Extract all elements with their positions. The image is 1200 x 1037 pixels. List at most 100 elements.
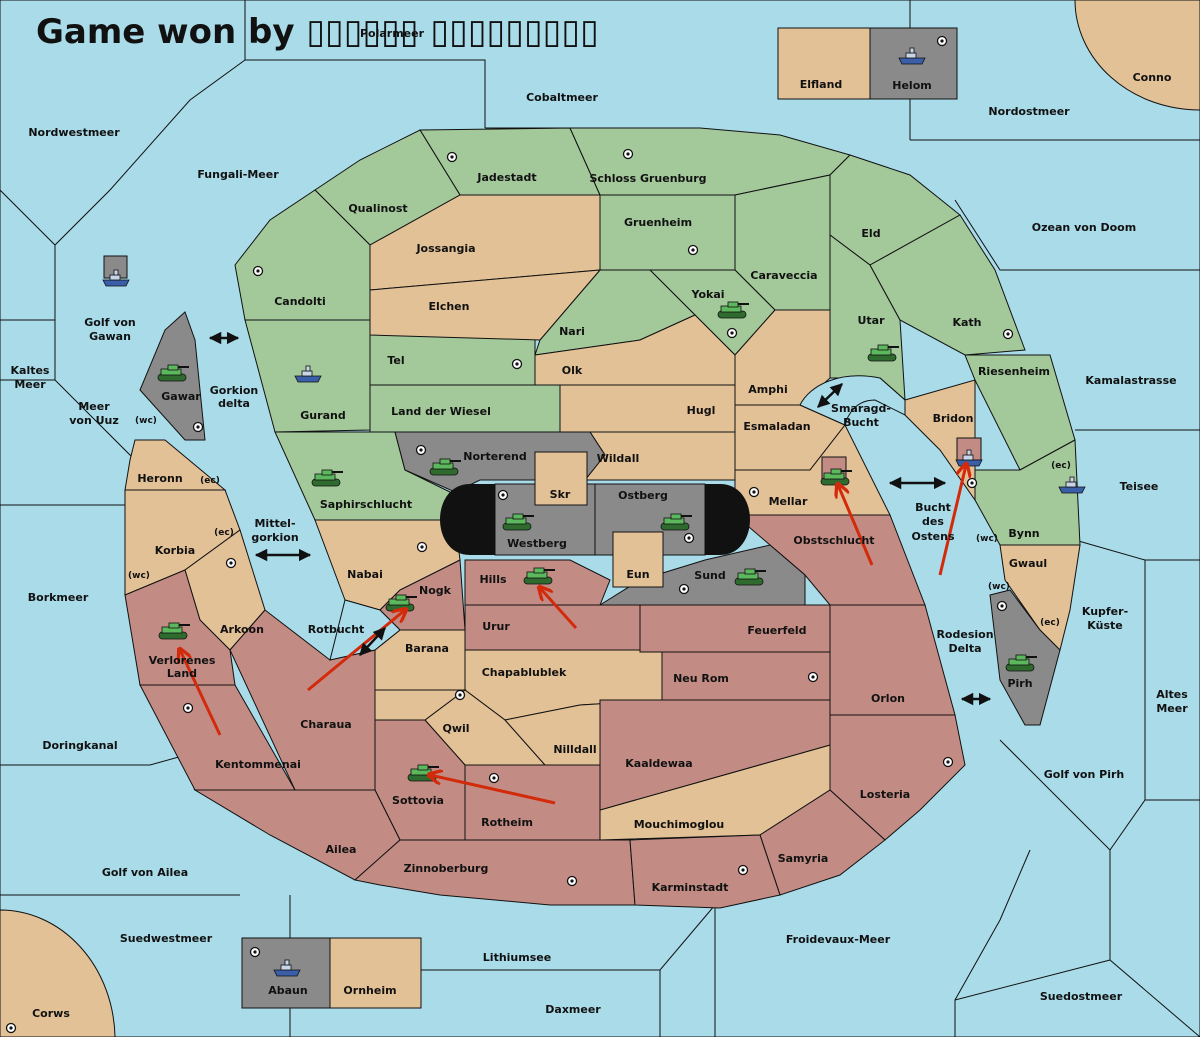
label-jadestadt: Jadestadt [476,171,536,184]
label-verlorenes-2: Land [167,667,197,680]
label-rodesion-1: Rodesion [936,628,993,641]
supply-center-icon [497,489,509,501]
label-kentommenai: Kentommenai [215,758,301,771]
province-karminstadt[interactable] [629,834,781,909]
label-helom: Helom [892,79,931,92]
label-neu-rom: Neu Rom [673,672,729,685]
label-kath: Kath [952,316,981,329]
label-riesenheim: Riesenheim [978,365,1050,378]
red-move-arrow-icon [307,610,405,692]
label-golf-gawan-1: Golf von [84,316,136,329]
label-gwaul: Gwaul [1009,557,1047,570]
label-orlon: Orlon [871,692,905,705]
label-qualinost: Qualinost [348,202,407,215]
province-jossangia[interactable] [369,194,601,291]
label-barana: Barana [405,642,449,655]
label-gawar: Gawar [161,390,201,403]
label-gorkion-2: delta [218,397,250,410]
label-elchen: Elchen [429,300,470,313]
label-westberg: Westberg [507,537,567,550]
province-elchen[interactable] [369,269,602,341]
province-heronn[interactable] [124,439,227,491]
province-skr[interactable] [534,451,588,506]
label-corws: Corws [32,1007,70,1020]
coast-tag-heronn-ec: (ec) [200,476,220,486]
label-polarmeer: Polarmeer [360,27,425,40]
coast-tag-bynn-ec: (ec) [1051,461,1071,471]
label-bridon: Bridon [933,412,974,425]
label-arkoon: Arkoon [220,623,264,636]
supply-center-icon [737,864,749,876]
double-arrow-link-icon [817,383,843,408]
label-golf-ailea: Golf von Ailea [102,866,188,879]
province-conno[interactable] [1074,0,1200,111]
label-chapablublek: Chapablublek [482,666,567,679]
label-kaltes-2: Meer [14,378,46,391]
label-gruenheim: Gruenheim [624,216,692,229]
label-doringkanal: Doringkanal [42,739,117,752]
label-daxmeer: Daxmeer [545,1003,601,1016]
label-nordwestmeer: Nordwestmeer [28,126,120,139]
label-kupfer-1: Kupfer- [1082,605,1128,618]
label-rotbucht: Rotbucht [308,623,365,636]
label-rotheim: Rotheim [481,816,533,829]
label-nogk: Nogk [419,584,452,597]
supply-center-icon [446,151,458,163]
label-meer-uuz-2: von Uuz [69,414,119,427]
label-froidevaux: Froidevaux-Meer [786,933,891,946]
label-saphirschlucht: Saphirschlucht [320,498,412,511]
label-suedwestmeer: Suedwestmeer [120,932,213,945]
coast-tag-gwaul-ec: (ec) [1040,618,1060,628]
label-charaua: Charaua [300,718,351,731]
supply-center-icon [454,689,466,701]
supply-center-icon [622,148,634,160]
label-eld: Eld [861,227,880,240]
province-kath[interactable] [869,214,1026,356]
label-smaragd-1: Smaragd- [831,402,891,415]
label-abaun: Abaun [268,984,307,997]
label-hugl: Hugl [687,404,716,417]
label-caraveccia: Caraveccia [750,269,817,282]
province-corws[interactable] [0,909,116,1037]
supply-center-icon [683,532,695,544]
province-labels: Elfland Helom Conno Corws Abaun Ornheim … [32,71,1172,1020]
supply-center-icon [249,946,261,958]
label-gurand: Gurand [300,409,345,422]
label-ornheim: Ornheim [343,984,396,997]
supply-center-icon [966,477,978,489]
supply-center-icon [252,265,264,277]
supply-center-icon [942,756,954,768]
label-eun: Eun [626,568,649,581]
label-verlorenes-1: Verlorenes [149,654,216,667]
label-altes-1: Altes [1156,688,1188,701]
label-kamalastrasse: Kamalastrasse [1085,374,1176,387]
supply-center-icon [5,1022,17,1034]
label-smaragd-2: Bucht [843,416,879,429]
label-ostberg: Ostberg [618,489,668,502]
supply-center-icon [566,875,578,887]
red-move-arrow-icon [938,465,966,576]
province-ornheim[interactable] [329,937,422,1009]
label-kaltes-1: Kaltes [11,364,50,377]
coast-tag-korbia-wc: (wc) [128,571,150,581]
supply-center-icon [748,486,760,498]
label-heronn: Heronn [137,472,182,485]
label-golf-gawan-2: Gawan [89,330,131,343]
label-ailea: Ailea [326,843,357,856]
label-candolti: Candolti [274,295,326,308]
province-eun[interactable] [612,531,664,588]
label-pirh: Pirh [1007,677,1032,690]
label-wildall: Wildall [597,452,640,465]
label-schloss: Schloss Gruenburg [589,172,706,185]
province-gruenheim[interactable] [599,194,736,271]
label-sottovia: Sottovia [392,794,444,807]
label-tel: Tel [387,354,404,367]
label-losteria: Losteria [860,788,910,801]
province-zinnoberburg[interactable] [353,839,636,906]
label-zinnoberburg: Zinnoberburg [404,862,489,875]
label-skr: Skr [550,488,571,501]
province-elfland[interactable] [777,27,871,100]
supply-center-icon [416,541,428,553]
neutral-territories [124,194,1081,841]
coast-tag-bynn-wc: (wc) [976,534,998,544]
